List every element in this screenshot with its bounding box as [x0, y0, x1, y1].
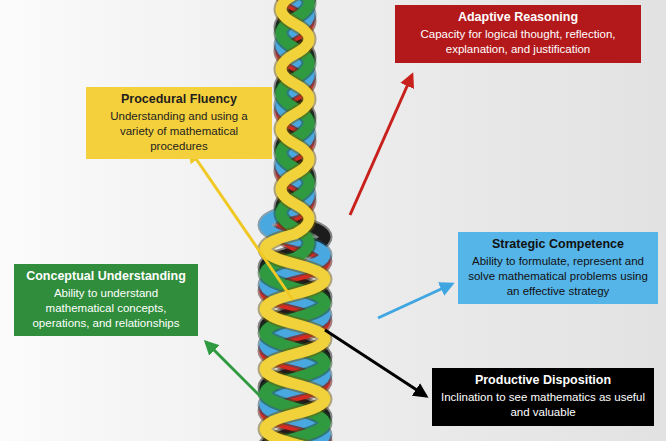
box-heading: Strategic Competence [465, 237, 651, 253]
strand-label-box: Productive DispositionInclination to see… [432, 368, 654, 426]
box-heading: Procedural Fluency [93, 92, 265, 108]
leader-arrow [190, 150, 293, 300]
rope-strands [265, 0, 325, 441]
leader-arrow [378, 284, 452, 318]
leader-arrow [206, 342, 262, 398]
strand-label-box: Strategic CompetenceAbility to formulate… [458, 232, 658, 304]
box-heading: Adaptive Reasoning [402, 10, 634, 26]
strand-label-box: Adaptive ReasoningCapacity for logical t… [395, 5, 641, 63]
leader-arrow [350, 75, 412, 215]
strand-label-box: Conceptual UnderstandingAbility to under… [14, 264, 198, 336]
box-description: Ability to formulate, represent and solv… [465, 254, 651, 299]
leader-arrow [325, 330, 426, 396]
box-heading: Productive Disposition [439, 373, 647, 389]
box-description: Understanding and using a variety of mat… [93, 109, 265, 154]
box-heading: Conceptual Understanding [21, 269, 191, 285]
box-description: Inclination to see mathematics as useful… [439, 390, 647, 420]
box-description: Ability to understand mathematical conce… [21, 286, 191, 331]
box-description: Capacity for logical thought, reflection… [402, 27, 634, 57]
strand-label-box: Procedural FluencyUnderstanding and usin… [86, 87, 272, 159]
